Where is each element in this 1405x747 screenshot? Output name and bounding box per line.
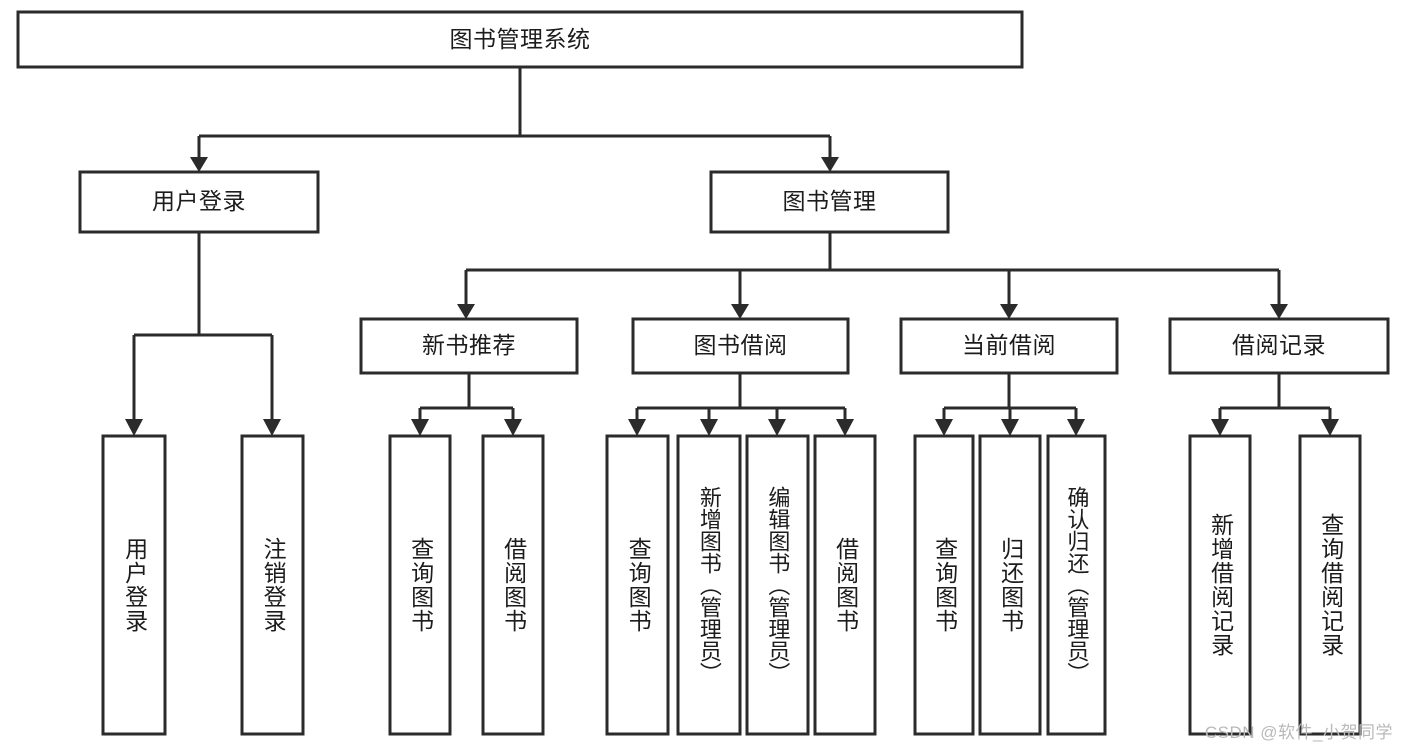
arrow-head-icon [1321, 419, 1339, 436]
arrow-head-icon [836, 419, 854, 436]
arrow-head-icon [700, 419, 718, 436]
arrow-head-icon [457, 304, 475, 319]
node-box-new-book-recommend[interactable] [359, 317, 579, 375]
arrow-head-icon [411, 419, 429, 436]
arrow-head-icon [263, 419, 281, 436]
arrow-head-icon [1001, 419, 1019, 436]
arrow-head-icon [1211, 419, 1229, 436]
node-box-leaf-add-book[interactable] [676, 434, 742, 736]
node-box-leaf-return-book[interactable] [978, 434, 1042, 736]
arrow-head-icon [935, 419, 953, 436]
arrow-head-icon [504, 419, 522, 436]
arrow-head-icon [768, 419, 786, 436]
node-box-book-management[interactable] [709, 170, 950, 234]
arrow-head-icon [190, 157, 208, 172]
node-box-leaf-query-book-2[interactable] [605, 434, 670, 736]
arrow-head-icon [1270, 304, 1288, 319]
node-box-root[interactable] [16, 10, 1024, 69]
connector-root-to-level2 [190, 67, 839, 172]
connector-user-login-to-leaves [125, 232, 281, 436]
node-box-leaf-borrow-book-2[interactable] [813, 434, 877, 736]
arrow-head-icon [731, 304, 749, 319]
connector-borrow-record-to-leaves [1211, 373, 1339, 436]
node-box-current-borrow[interactable] [899, 317, 1119, 375]
node-box-leaf-borrow-book-1[interactable] [481, 434, 545, 736]
node-box-leaf-logout-login[interactable] [240, 434, 305, 736]
node-box-user-login[interactable] [78, 170, 320, 234]
arrow-head-icon [1067, 419, 1085, 436]
node-box-leaf-confirm-return[interactable] [1046, 434, 1107, 736]
node-box-leaf-query-book-1[interactable] [388, 434, 452, 736]
connector-new-book-recommend-to-leaves [411, 373, 522, 436]
connector-current-borrow-to-leaves [935, 373, 1085, 436]
node-box-borrow-record[interactable] [1168, 317, 1390, 375]
connector-book-borrow-to-leaves [628, 373, 854, 436]
watermark-text: CSDN @软件_小贺同学 [1204, 723, 1393, 742]
node-box-leaf-query-record[interactable] [1298, 434, 1362, 736]
arrow-head-icon [628, 419, 646, 436]
node-box-leaf-edit-book[interactable] [745, 434, 810, 736]
arrow-head-icon [821, 157, 839, 172]
arrow-head-icon [125, 419, 143, 436]
node-box-leaf-query-book-3[interactable] [913, 434, 975, 736]
node-box-book-borrow[interactable] [631, 317, 850, 375]
arrow-head-icon [1000, 304, 1018, 319]
connector-book-management-to-level3 [457, 232, 1288, 319]
node-box-leaf-user-login[interactable] [101, 434, 167, 736]
node-box-leaf-add-record[interactable] [1188, 434, 1252, 736]
